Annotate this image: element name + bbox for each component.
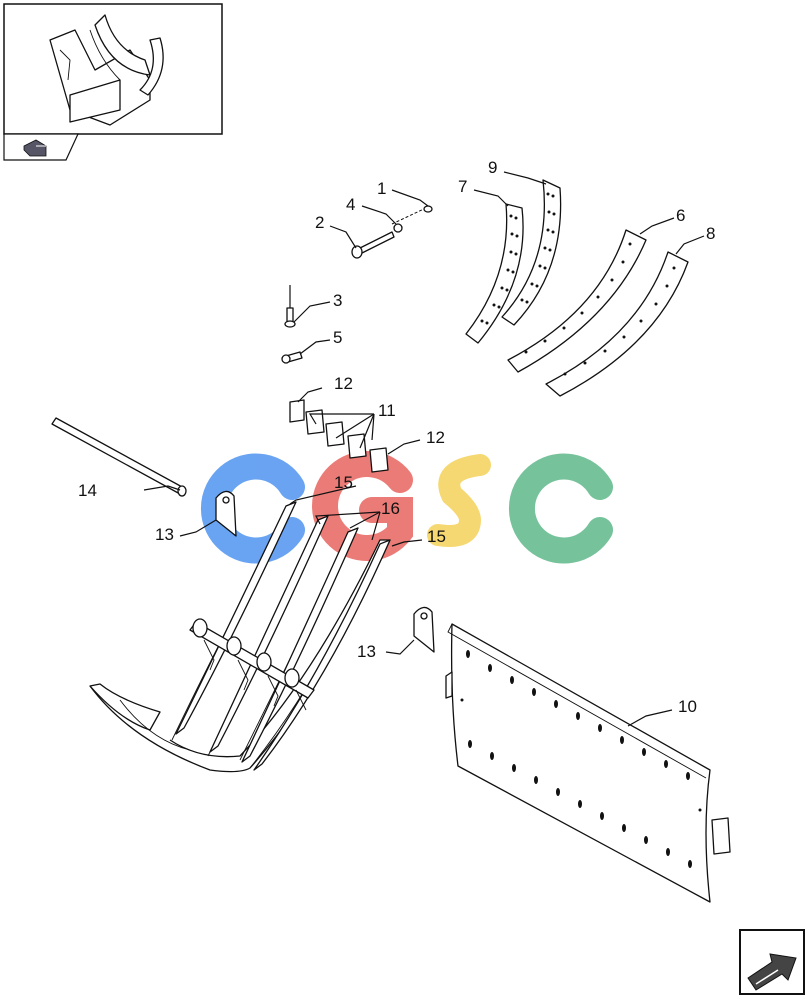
leader-lines <box>143 171 705 727</box>
callout-7: 7 <box>458 177 467 196</box>
part-7-strip <box>465 203 524 344</box>
callout-6: 6 <box>676 206 685 225</box>
callout-13-right: 13 <box>357 642 376 661</box>
callout-14: 14 <box>78 481 97 500</box>
part-14-rod <box>51 417 187 497</box>
callout-9: 9 <box>488 158 497 177</box>
callouts: 1 2 3 4 5 6 7 8 9 10 11 12 12 13 13 14 1… <box>78 158 715 716</box>
callout-5: 5 <box>333 328 342 347</box>
part-13-bracket-left <box>215 490 237 537</box>
callout-15-top: 15 <box>334 473 353 492</box>
callout-15-bottom: 15 <box>427 527 446 546</box>
callout-11: 11 <box>378 401 396 420</box>
part-5-screw <box>281 351 303 364</box>
callout-12-top: 12 <box>334 374 353 393</box>
hand-pointer-icon <box>23 139 47 157</box>
part-6-strip <box>507 229 647 373</box>
part-9-strip <box>501 179 562 326</box>
next-page-button[interactable] <box>739 929 805 995</box>
part-1-pin <box>391 205 433 225</box>
callout-12-bottom: 12 <box>426 428 445 447</box>
callout-13-left: 13 <box>155 525 174 544</box>
thumbnail-nav-button[interactable] <box>3 133 79 161</box>
part-13-bracket-right <box>413 606 435 653</box>
overview-thumbnail[interactable] <box>3 3 223 135</box>
arrow-next-icon <box>747 953 797 991</box>
callout-1: 1 <box>377 179 386 198</box>
part-4-washer <box>393 223 403 233</box>
part-10-panel <box>445 623 731 903</box>
part-3-rivet <box>284 285 296 328</box>
callout-10: 10 <box>678 697 697 716</box>
callout-16: 16 <box>381 499 400 518</box>
callout-8: 8 <box>706 224 715 243</box>
callout-3: 3 <box>333 291 342 310</box>
part-8-strip <box>545 251 689 397</box>
part-15-16-concave <box>89 501 391 773</box>
callout-4: 4 <box>346 195 355 214</box>
callout-2: 2 <box>315 213 324 232</box>
part-2-bolt <box>351 231 395 259</box>
